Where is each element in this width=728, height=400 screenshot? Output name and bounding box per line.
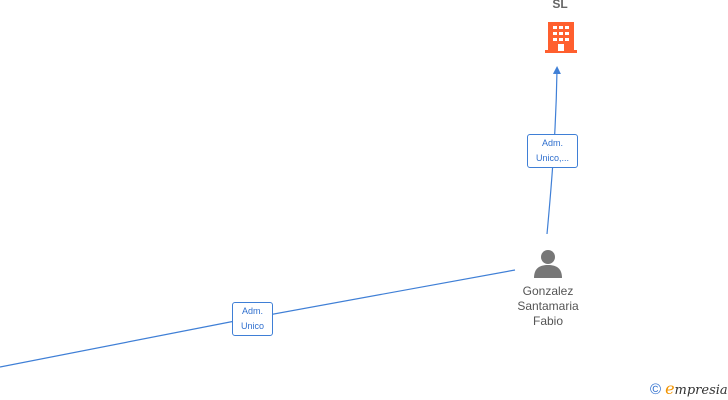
edge-role-label[interactable]: Adm. Unico bbox=[232, 302, 273, 336]
company-label: SL bbox=[552, 0, 568, 11]
person-name-line: Fabio bbox=[532, 314, 564, 328]
edge-role-text: Adm. bbox=[241, 306, 263, 316]
brand-initial: e bbox=[665, 379, 675, 398]
copyright-symbol: © bbox=[650, 381, 662, 398]
person-name[interactable]: Gonzalez Santamaria Fabio bbox=[496, 284, 600, 329]
brand-logo: ©empresia bbox=[650, 379, 728, 398]
edge-role-text: Unico,... bbox=[535, 153, 569, 163]
building-icon[interactable] bbox=[545, 20, 577, 59]
edge-left-to-person bbox=[0, 269, 516, 368]
edge-role-text: Unico bbox=[240, 321, 264, 331]
brand-name: mpresia bbox=[674, 383, 728, 398]
person-name-line: Santamaria bbox=[517, 299, 579, 313]
person-icon[interactable] bbox=[533, 249, 563, 284]
edge-role-text: Adm. bbox=[541, 138, 563, 148]
person-name-line: Gonzalez bbox=[522, 284, 574, 298]
edge-role-label[interactable]: Adm. Unico,... bbox=[527, 134, 578, 168]
